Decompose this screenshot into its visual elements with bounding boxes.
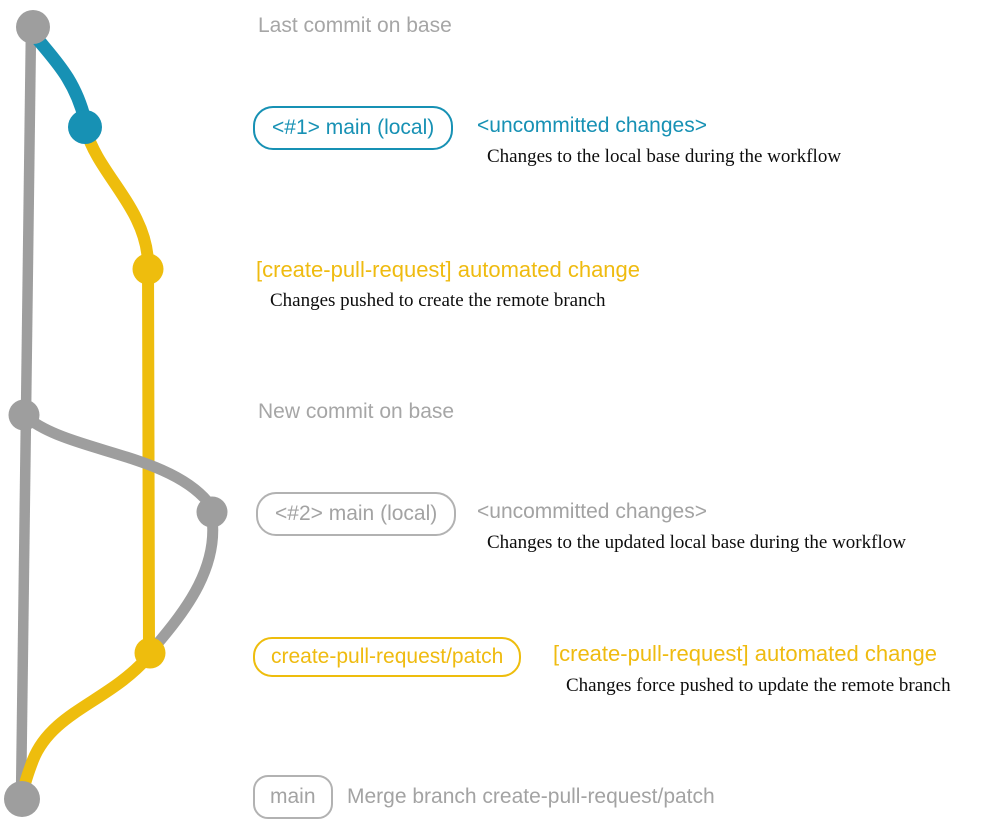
local-main-1-branch-line — [25, 25, 92, 127]
local-main-2-to-patch-line — [152, 512, 219, 649]
commit-node-merge — [4, 781, 40, 817]
description-force-pushed: Changes force pushed to update the remot… — [566, 675, 951, 696]
commit-node-local-main-1 — [68, 110, 102, 144]
uncommitted-changes-label-1: <uncommitted changes> — [477, 114, 707, 137]
patch-merge-line — [17, 652, 153, 798]
base-branch-line — [15, 27, 37, 799]
uncommitted-changes-label-2: <uncommitted changes> — [477, 500, 707, 523]
last-commit-heading: Last commit on base — [258, 14, 452, 37]
pr-branch-line — [80, 124, 155, 658]
commit-message-automated-change-2: [create-pull-request] automated change — [553, 641, 938, 666]
description-pushed-create: Changes pushed to create the remote bran… — [270, 290, 606, 311]
commit-node-automated-change-1 — [132, 253, 164, 285]
branch-badge-create-pull-request-patch: create-pull-request/patch — [253, 637, 522, 677]
branch-badge-main-local-2: <#2> main (local) — [256, 492, 457, 536]
commit-node-local-main-2 — [196, 496, 228, 528]
description-updated-local-base: Changes to the updated local base during… — [487, 532, 906, 553]
commit-node-new-base — [8, 399, 40, 431]
new-commit-heading: New commit on base — [258, 400, 455, 423]
commit-node-patch — [134, 637, 166, 669]
branch-badge-main-local-1: <#1> main (local) — [253, 106, 454, 150]
commit-node-last-base — [16, 10, 50, 44]
base-to-local-main-2-line — [23, 413, 214, 508]
merge-commit-message: Merge branch create-pull-request/patch — [347, 785, 715, 808]
branch-badge-main: main — [253, 775, 333, 819]
commit-message-automated-change-1: [create-pull-request] automated change — [256, 257, 641, 282]
description-local-base: Changes to the local base during the wor… — [487, 146, 842, 167]
